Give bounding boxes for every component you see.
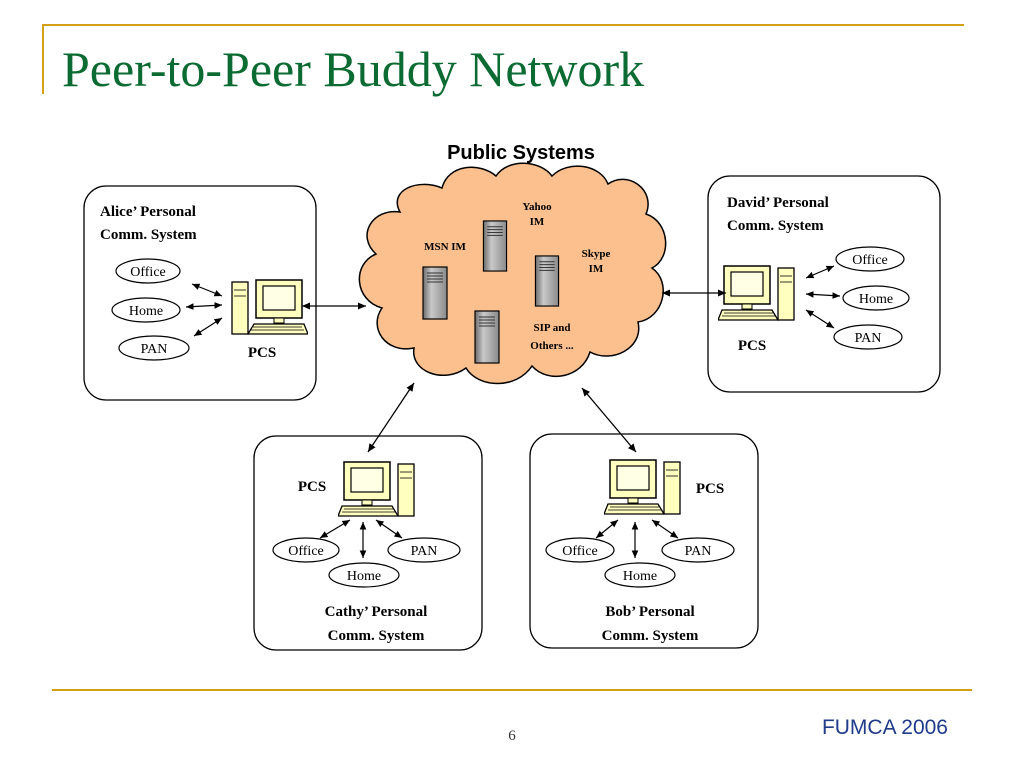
node-ellipse	[272, 537, 340, 563]
node-link	[805, 265, 835, 279]
system-title-line2: Comm. System	[602, 628, 699, 644]
node-label-pan: PAN	[855, 331, 882, 346]
system-title-line1: Alice’ Personal	[100, 204, 196, 220]
node-label-pan: PAN	[141, 342, 168, 357]
node-ellipse	[661, 537, 735, 563]
system-box-alice: Alice’ Personal Comm. System Office Home…	[83, 185, 317, 401]
server-label-yahoo-line2: IM	[530, 216, 545, 228]
sip-server-icon	[474, 310, 500, 364]
system-box-david: David’ Personal Comm. System PCS Office …	[707, 175, 941, 393]
system-box-border	[529, 433, 759, 649]
node-link	[595, 519, 619, 539]
page-number: 6	[508, 728, 516, 744]
pcs-label: PCS	[696, 481, 724, 497]
server-label-sip-line2: Others ...	[530, 340, 574, 352]
system-title-line2: Comm. System	[100, 227, 197, 243]
node-link	[319, 519, 351, 539]
node-ellipse	[328, 562, 400, 588]
node-label-office: Office	[852, 253, 888, 268]
system-box-bob: PCS Office PAN Home Bob’ Personal Comm. …	[529, 433, 759, 649]
node-label-office: Office	[130, 265, 166, 280]
system-box-cathy: PCS Office PAN Home Cathy’ Personal Comm…	[253, 435, 483, 651]
pcs-label: PCS	[248, 345, 276, 361]
footer-divider-line	[52, 689, 972, 691]
pc-icon	[231, 279, 308, 335]
node-link	[185, 302, 223, 310]
server-label-msn: MSN IM	[424, 241, 466, 253]
server-label-skype-line1: Skype	[582, 248, 611, 260]
pcs-label: PCS	[738, 338, 766, 354]
node-label-office: Office	[288, 544, 324, 559]
node-link	[805, 291, 841, 299]
slide-title: Peer-to-Peer Buddy Network	[62, 41, 645, 97]
system-title-line2: Comm. System	[328, 628, 425, 644]
node-ellipse	[118, 335, 190, 361]
yahoo-server-icon	[482, 220, 508, 272]
node-link	[193, 317, 223, 337]
pc-icon	[604, 459, 681, 515]
node-label-office: Office	[562, 544, 598, 559]
node-ellipse	[545, 537, 615, 563]
node-link	[651, 519, 679, 539]
cloud-label: Public Systems	[447, 142, 595, 164]
pcs-label: PCS	[298, 479, 326, 495]
node-label-pan: PAN	[411, 544, 438, 559]
node-ellipse	[115, 258, 181, 284]
title-frame-top-line	[42, 24, 964, 26]
msn-server-icon	[422, 266, 448, 320]
server-label-sip-line1: SIP and	[534, 322, 571, 334]
node-ellipse	[835, 246, 905, 272]
server-label-yahoo-line1: Yahoo	[522, 201, 552, 213]
node-ellipse	[387, 537, 461, 563]
server-label-skype-line2: IM	[589, 263, 604, 275]
footer-text: FUMCA 2006	[821, 716, 948, 739]
link-bob-cloud	[581, 387, 637, 453]
title-frame-left-line	[42, 24, 44, 94]
node-label-home: Home	[129, 304, 163, 319]
node-ellipse	[842, 285, 910, 311]
node-label-home: Home	[347, 569, 381, 584]
pc-icon	[338, 461, 415, 517]
system-title-line2: Comm. System	[727, 218, 824, 234]
node-link	[805, 309, 835, 329]
node-ellipse	[604, 562, 676, 588]
pc-icon	[718, 265, 795, 321]
skype-server-icon	[534, 255, 560, 307]
node-link	[191, 283, 223, 297]
node-link	[375, 519, 403, 539]
system-title-line1: David’ Personal	[727, 195, 829, 211]
node-label-home: Home	[859, 292, 893, 307]
node-label-pan: PAN	[685, 544, 712, 559]
public-systems-cloud	[358, 162, 667, 385]
system-title-line1: Bob’ Personal	[605, 604, 694, 620]
node-ellipse	[111, 297, 181, 323]
node-label-home: Home	[623, 569, 657, 584]
node-ellipse	[833, 324, 903, 350]
cloud-shape	[358, 162, 667, 385]
system-title-line1: Cathy’ Personal	[325, 604, 428, 620]
link-cathy-cloud	[367, 382, 415, 453]
